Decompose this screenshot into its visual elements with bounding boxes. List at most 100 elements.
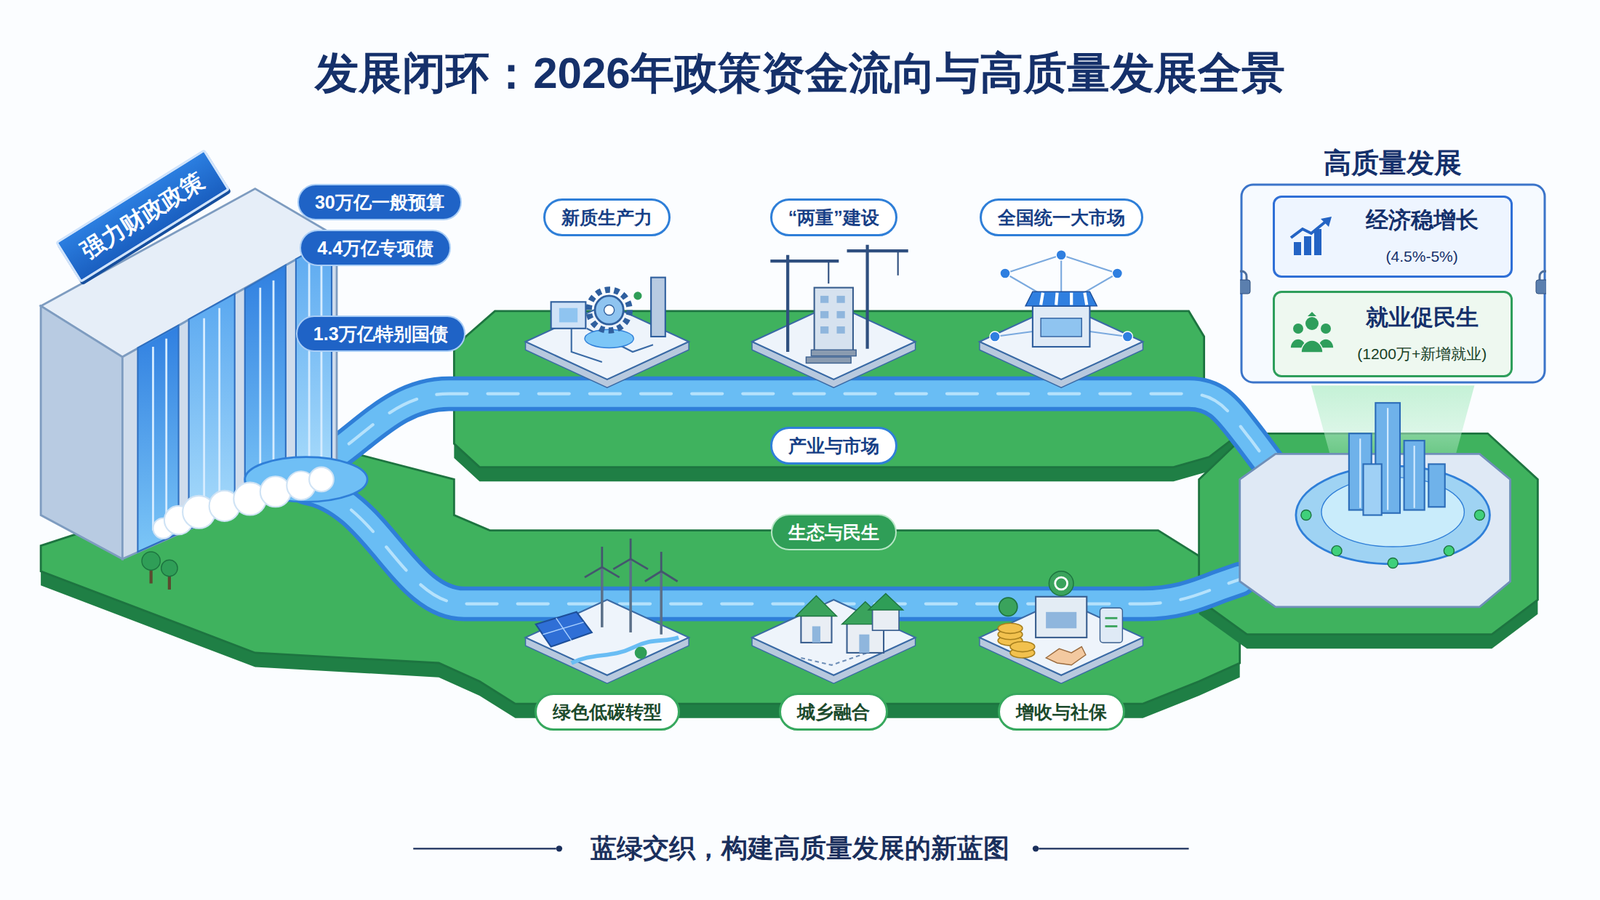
icon-green-energy-part [602, 559, 662, 635]
icon-construction-part [827, 261, 830, 284]
icon-green-energy-part [634, 647, 648, 660]
icon-green-energy-part [536, 612, 592, 648]
hub-city-part-part [1359, 438, 1361, 508]
icon-income-welfare-part [997, 597, 1035, 659]
waterfall-part-part [308, 260, 311, 475]
node-label: 产业与市场 [788, 434, 880, 457]
hub-city-part-part [1386, 408, 1389, 510]
icon-green-energy-part-part [556, 618, 572, 641]
icon-income-welfare-part [1045, 647, 1086, 666]
icon-construction-part [820, 296, 846, 334]
icon-construction-part-part [847, 249, 909, 253]
tree-part [161, 560, 178, 576]
icon-market-part-part [1000, 268, 1011, 279]
icon-construction-part-part [837, 311, 846, 319]
icon-income-welfare-part [1105, 625, 1118, 628]
icon-construction-part-part [837, 326, 846, 334]
icon-market-part-part [1122, 331, 1133, 342]
waterfall-part-part [218, 308, 221, 511]
chart-arrowhead [1320, 216, 1332, 227]
icon-construction-part [814, 288, 854, 352]
icon-market-part-part [1112, 268, 1123, 279]
icon-market-part [994, 255, 1128, 337]
icon-green-energy-part-part [630, 559, 648, 570]
icon-construction-part [770, 245, 908, 352]
lock-shackle [1240, 271, 1247, 281]
topic-pill: “两重”建设 [770, 198, 898, 237]
caption-rule-part [413, 848, 556, 850]
person-head [1320, 323, 1331, 334]
icon-green-energy-part-part [660, 552, 663, 572]
chart-bar [1314, 229, 1322, 256]
icon-market-part-part [1061, 255, 1118, 274]
icon-green-energy-part-part [600, 546, 603, 568]
icon-urban-rural-part [800, 614, 832, 643]
icon-construction-part [805, 357, 851, 363]
icon-market-part-part [1056, 293, 1057, 306]
hub-city-part-part [1413, 445, 1416, 509]
chart-trend [1290, 220, 1328, 238]
icon-market-part-part [1005, 255, 1062, 274]
icon-new-productivity-part [650, 277, 666, 337]
icon-market-part-part [994, 331, 1033, 337]
river [306, 394, 1281, 605]
waterfall-part [40, 306, 123, 560]
icon-green-energy-part-part [629, 538, 632, 560]
chart-icon [1288, 214, 1336, 259]
hub-city-part-part [1428, 464, 1445, 507]
lock-icon [1240, 271, 1251, 294]
goal-box: 经济稳增长(4.5%-5%) [1272, 195, 1513, 278]
icon-green-energy-part [542, 618, 584, 641]
icon-market-part [1040, 293, 1087, 306]
node-label: 1.3万亿特别国债 [313, 322, 448, 345]
hub-city-part [1301, 510, 1486, 569]
waterfall-part [296, 240, 332, 483]
icon-construction-part-part [786, 255, 790, 352]
node-label: 高质量发展 [1240, 142, 1547, 184]
icon-urban-rural-part [868, 594, 904, 611]
icon-new-productivity-part [559, 308, 578, 323]
hub-city-part-part [1331, 546, 1342, 557]
waterfall-part-part [202, 318, 206, 516]
icon-green-energy-part-part [602, 567, 620, 578]
icon-market-part [1032, 306, 1091, 347]
icon-new-productivity-part [589, 289, 630, 331]
icon-green-energy [525, 538, 689, 684]
chart-bar [1304, 236, 1312, 256]
river-part [306, 394, 1281, 480]
icon-market-part-part [1089, 331, 1128, 337]
hub-city-part [1349, 402, 1446, 515]
node-label: 强力财政政策 [76, 167, 210, 265]
icon-income-welfare-part [1045, 612, 1077, 629]
topic-pill: 绿色低碳转型 [534, 693, 680, 731]
waterfall-part-part [165, 338, 168, 526]
icon-income-welfare-part [1099, 608, 1123, 643]
icon-urban-rural-part [872, 608, 899, 631]
icon-green-energy-part-part [661, 571, 678, 582]
icon-income-welfare-part-part [1010, 642, 1035, 653]
node-label: 增收与社保 [1016, 701, 1107, 723]
icon-construction-part-part [820, 326, 829, 334]
icon-market-part-part [1040, 293, 1043, 306]
branch-pill: 生态与民生 [770, 514, 897, 551]
funding-pill: 1.3万亿特别国债 [296, 315, 466, 352]
icon-income-welfare-part [1105, 617, 1118, 620]
lock-shackle [1539, 271, 1547, 281]
icon-new-productivity-part [604, 305, 615, 316]
icon-market [979, 250, 1143, 388]
caption-rule-part [556, 845, 563, 852]
icon-green-energy-part-part [584, 567, 603, 578]
icon-green-energy-part-part [645, 571, 662, 582]
icon-green-energy-part [584, 538, 678, 582]
icon-urban-rural-part [795, 595, 837, 616]
node-label: 全国统一大市场 [997, 206, 1126, 229]
lock-icon [1536, 271, 1547, 294]
topic-pill: 增收与社保 [997, 693, 1126, 731]
icon-new-productivity [525, 277, 689, 389]
hub-city-part [1240, 453, 1511, 607]
chart-bar [1293, 242, 1302, 256]
caption-rule-part [1038, 848, 1189, 850]
lock-body [1536, 280, 1547, 294]
